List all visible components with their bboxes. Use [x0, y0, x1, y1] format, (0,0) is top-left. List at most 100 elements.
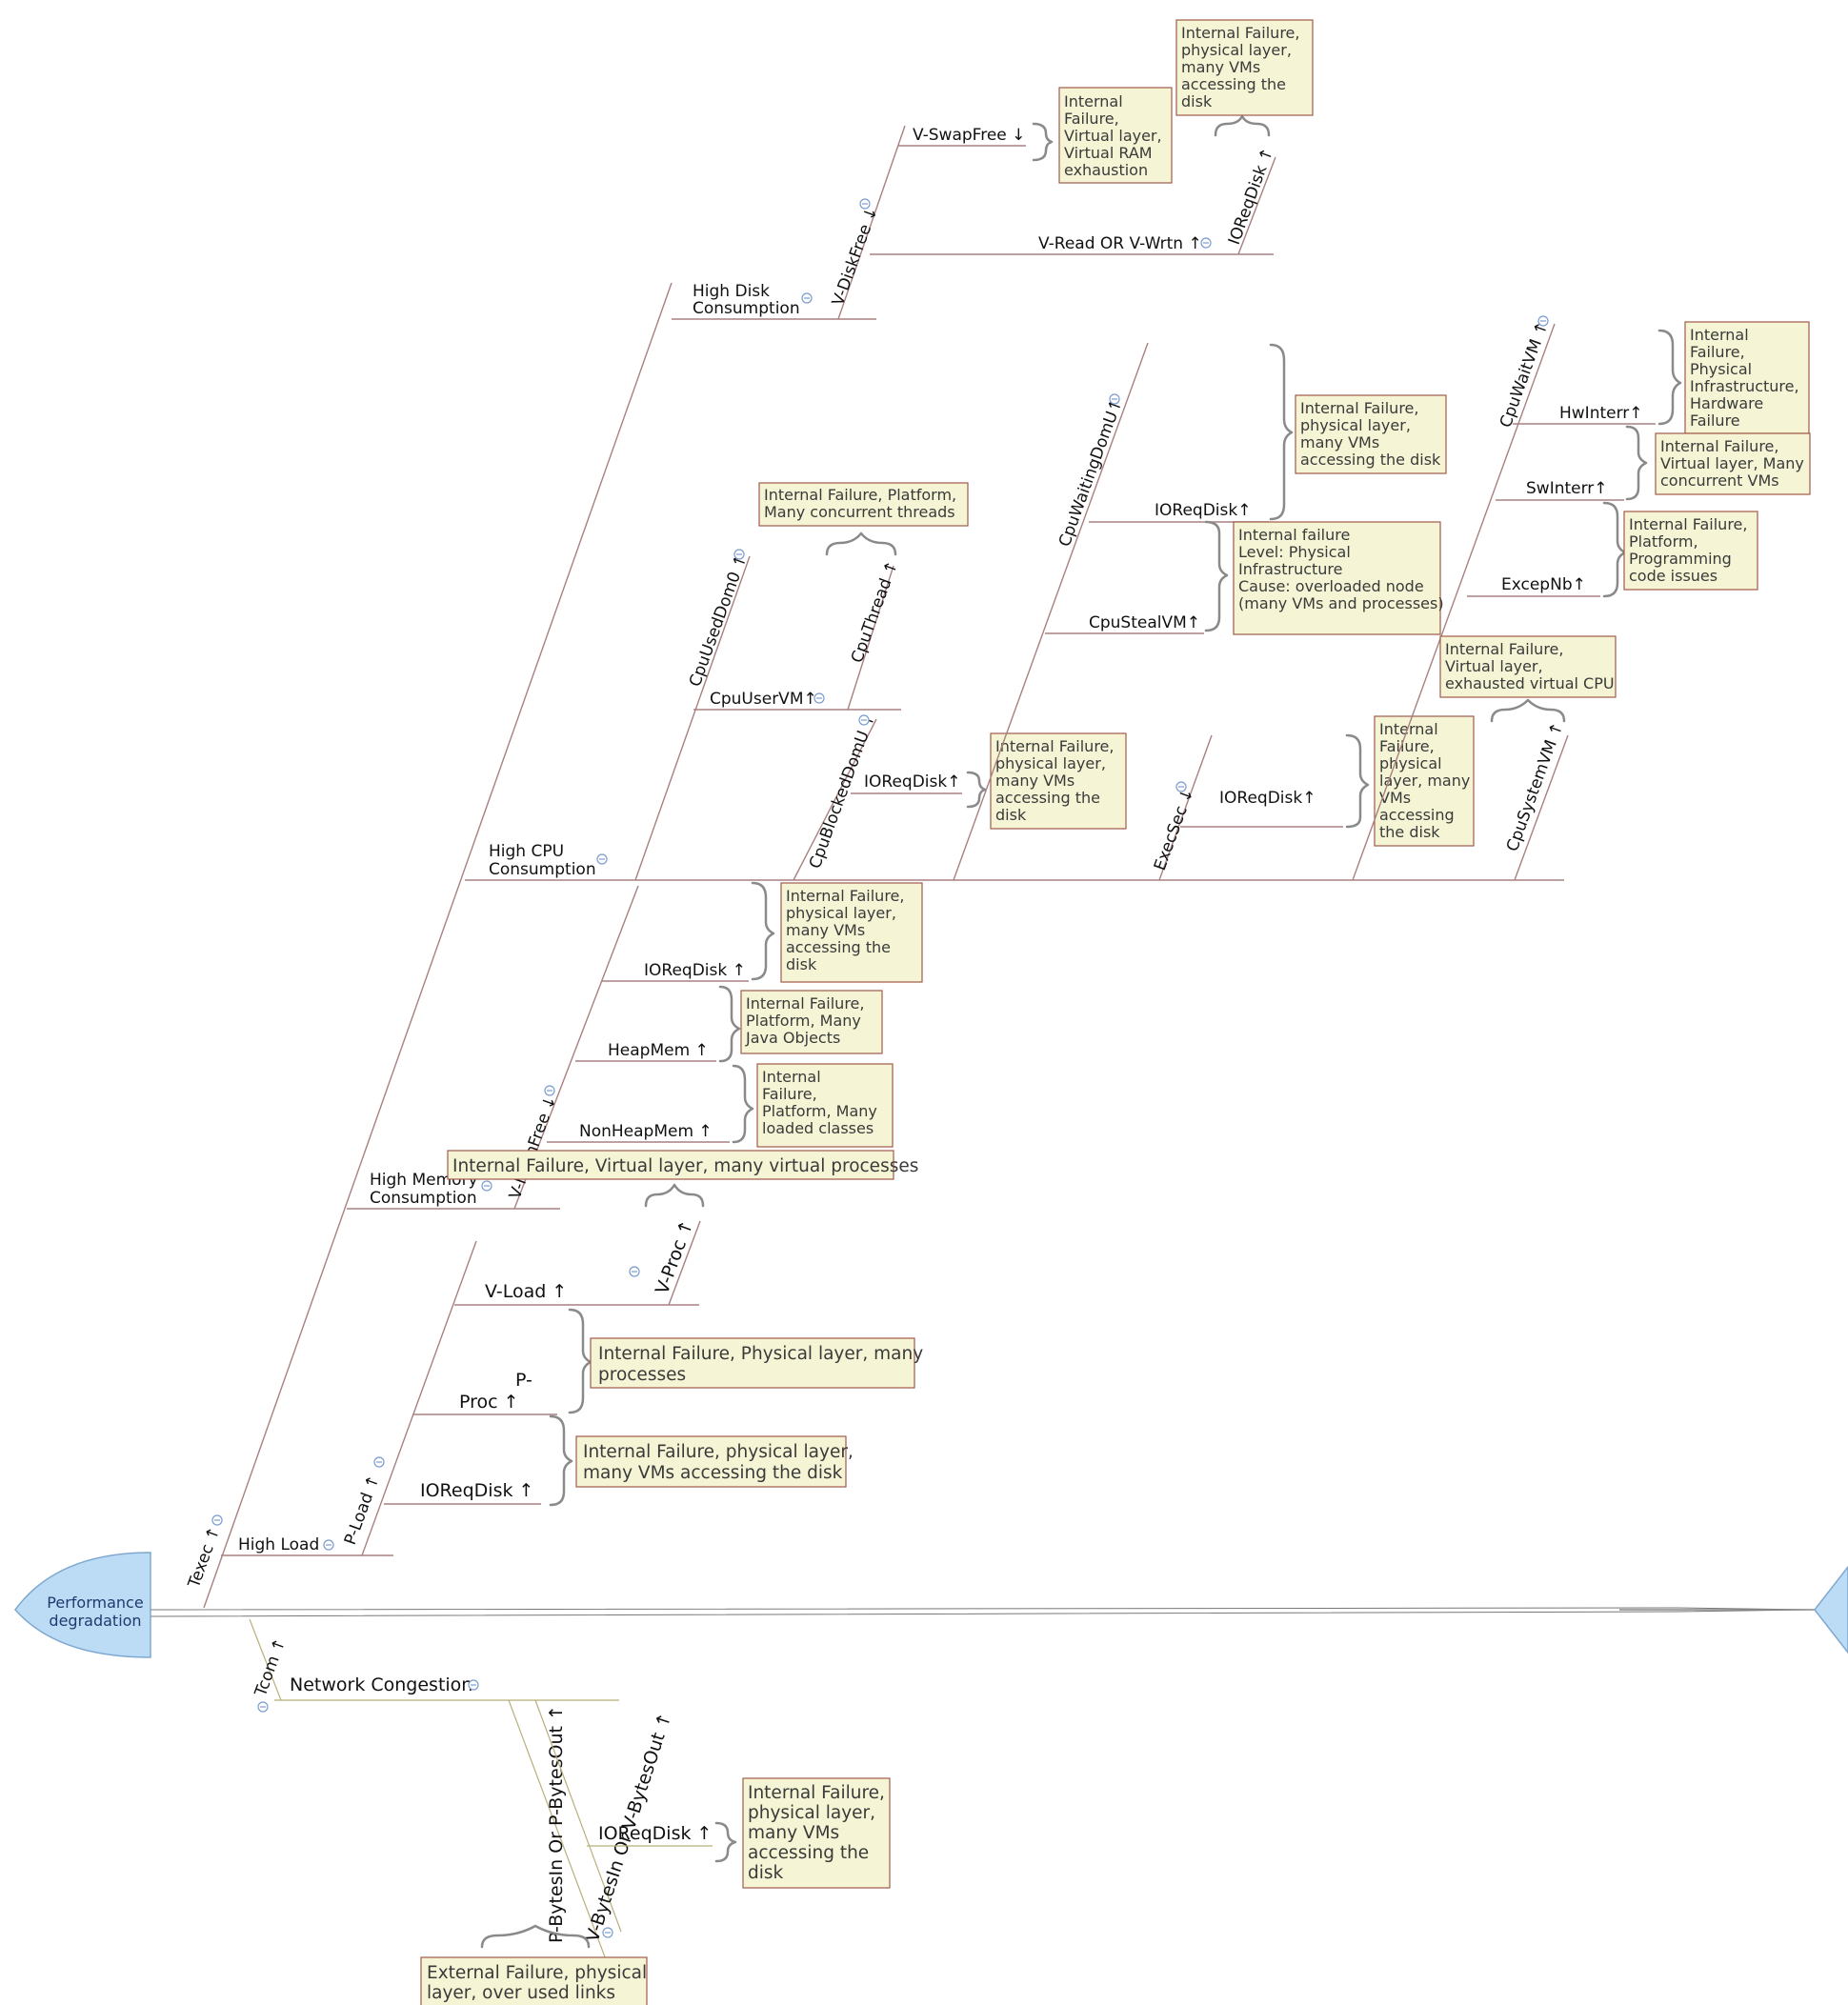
blocked-disk-note: Internal Failure, physical layer, many V…: [995, 737, 1119, 824]
system-brace: [1490, 698, 1566, 723]
system-vcpu-note: Internal Failure, Virtual layer, exhaust…: [1445, 640, 1615, 692]
main-spine: [150, 1607, 1811, 1617]
v-bytes-collapse-icon[interactable]: [602, 1927, 613, 1938]
load-disk-note-box: [575, 1435, 847, 1488]
high-cpu-label-1: High CPU: [489, 842, 564, 861]
cpu-wait-vm-label: CpuWaitVM ↑: [1496, 319, 1553, 431]
ioreqdisk-disk-bone: [1237, 156, 1276, 255]
exec-sec-bone: [1158, 734, 1213, 881]
disk-many-vms-top-note: Internal Failure, physical layer, many V…: [1181, 24, 1305, 110]
high-cpu-collapse-icon[interactable]: [596, 853, 608, 865]
p-load-collapse-icon[interactable]: [373, 1456, 385, 1468]
high-disk-label-2: Consumption: [693, 299, 800, 318]
cpu-waiting-collapse-icon[interactable]: [1109, 393, 1120, 405]
texec-label: Texec ↑: [185, 1524, 225, 1591]
v-diskfree-bone: [837, 125, 906, 320]
ioreqdisk-load-label: IOReqDisk ↑: [420, 1480, 533, 1501]
vproc-brace: [644, 1183, 705, 1208]
v-read-wrtn-label: V-Read OR V-Wrtn ↑: [1038, 234, 1202, 253]
v-diskfree-collapse-icon[interactable]: [859, 198, 871, 210]
load-disk-brace: [549, 1414, 573, 1507]
cpu-used-dom0-collapse-icon[interactable]: [733, 549, 745, 560]
net-congestion-label: Network Congestion: [290, 1674, 472, 1695]
platform-threads-note: Internal Failure, Platform, Many concurr…: [764, 486, 961, 521]
exec-disk-note-box: [1374, 715, 1475, 847]
disk-many-vms-top-note-box: [1175, 19, 1314, 116]
cpu-used-dom0-label: CpuUsedDom0 ↑: [686, 551, 752, 690]
tcom-collapse-icon[interactable]: [257, 1701, 269, 1713]
ioreqdisk-exec-label: IOReqDisk↑: [1219, 789, 1316, 808]
heap-java-note: Internal Failure, Platform, Many Java Ob…: [745, 994, 870, 1047]
net-congestion-collapse-icon[interactable]: [468, 1679, 479, 1691]
ioreqdisk-disk-label: IOReqDisk ↑: [1225, 145, 1277, 247]
p-proc-label-1: P-: [515, 1370, 532, 1391]
cpu-blocked-bone: [793, 718, 877, 881]
cpu-used-dom0-bone: [634, 555, 751, 881]
v-memfree-collapse-icon[interactable]: [544, 1085, 555, 1096]
high-mem-collapse-icon[interactable]: [481, 1180, 492, 1192]
v-load-collapse-icon[interactable]: [629, 1266, 640, 1277]
pproc-physical-note-box: [590, 1337, 915, 1389]
hw-failure-note: Internal Failure, Physical Infrastructur…: [1690, 326, 1804, 430]
swap-ram-note: Internal Failure, Virtual layer, Virtual…: [1064, 92, 1167, 179]
p-load-label: P-Load ↑: [341, 1473, 384, 1548]
excep-code-note: Internal Failure, Platform, Programming …: [1629, 515, 1753, 585]
p-bytes-bone: [508, 1699, 611, 1971]
high-load-collapse-icon[interactable]: [323, 1539, 334, 1551]
sw-many-vms-note-box: [1655, 432, 1811, 495]
head-label-line1: Performance: [47, 1594, 143, 1612]
tcom-bone: [249, 1618, 282, 1701]
excep-nb-label: ExcepNb↑: [1501, 575, 1586, 594]
steal-brace: [1204, 520, 1229, 632]
vproc-virtual-note: Internal Failure, Virtual layer, many vi…: [452, 1156, 918, 1176]
texec-bone: [203, 282, 673, 1609]
sw-many-vms-note: Internal Failure, Virtual layer, Many co…: [1660, 437, 1809, 490]
disk-top-brace: [1214, 114, 1271, 137]
v-read-wrtn-collapse-icon[interactable]: [1200, 237, 1212, 249]
high-mem-label-2: Consumption: [370, 1189, 477, 1208]
swap-brace: [1032, 122, 1054, 162]
swap-ram-note-box: [1058, 87, 1173, 184]
mem-disk-note-box: [780, 882, 923, 983]
hw-failure-note-box: [1684, 321, 1810, 434]
cpu-wait-vm-collapse-icon[interactable]: [1537, 315, 1549, 327]
sw-interr-label: SwInterr↑: [1526, 479, 1608, 498]
cpu-thread-label: CpuThread ↑: [848, 558, 902, 666]
net-external-brace: [480, 1924, 591, 1949]
net-disk-note-box: [742, 1777, 891, 1889]
ioreqdisk-mem-label: IOReqDisk ↑: [644, 961, 746, 980]
excep-brace: [1602, 501, 1627, 598]
v-diskfree-label: V-DiskFree ↓: [829, 204, 882, 308]
high-disk-collapse-icon[interactable]: [801, 292, 813, 304]
p-proc-label-2: Proc ↑: [459, 1392, 519, 1413]
tcom-label: Tcom ↑: [251, 1635, 291, 1699]
exec-disk-note: Internal Failure, physical layer, many V…: [1379, 720, 1475, 841]
sw-brace: [1625, 425, 1648, 501]
pproc-brace: [568, 1308, 593, 1414]
thread-brace: [825, 531, 897, 556]
v-proc-label: V-Proc ↑: [652, 1217, 697, 1297]
nonheap-brace: [732, 1064, 754, 1144]
waiting-disk-note-box: [1295, 394, 1447, 474]
hw-brace: [1657, 329, 1682, 426]
p-bytes-label: P-BytesIn Or P-BytesOut ↑: [546, 1705, 567, 1943]
excep-code-note-box: [1623, 511, 1758, 591]
exec-sec-label: ExecSec ↓: [1151, 786, 1198, 873]
cpu-waiting-bone: [953, 342, 1149, 881]
v-load-label: V-Load ↑: [485, 1281, 567, 1302]
hw-interr-label: HwInterr↑: [1559, 404, 1643, 423]
cpu-blocked-collapse-icon[interactable]: [858, 714, 870, 726]
exec-sec-collapse-icon[interactable]: [1175, 781, 1187, 792]
texec-collapse-icon[interactable]: [211, 1514, 223, 1526]
net-disk-brace: [714, 1821, 737, 1863]
nonheap-classes-note-box: [756, 1063, 894, 1148]
cpu-user-vm-collapse-icon[interactable]: [814, 692, 825, 704]
blocked-brace: [966, 771, 987, 809]
v-memfree-label: V-MemFree ↓: [506, 1093, 561, 1202]
steal-overloaded-note: Internal failure Level: Physical Infrast…: [1238, 526, 1444, 612]
cpu-thread-bone: [847, 565, 894, 711]
pproc-physical-note: Internal Failure, Physical layer, many p…: [598, 1344, 929, 1385]
nonheap-classes-note: Internal Failure, Platform, Many loaded …: [762, 1068, 882, 1137]
head-node[interactable]: Performance degradation: [14, 1552, 151, 1658]
